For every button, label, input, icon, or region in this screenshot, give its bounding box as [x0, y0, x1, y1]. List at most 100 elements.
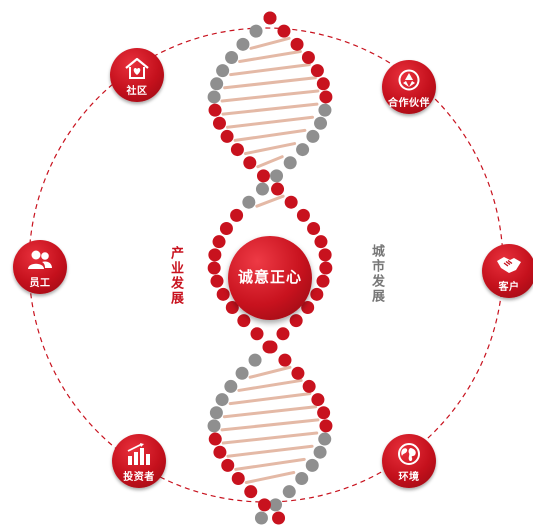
helix-bead [212, 116, 226, 130]
investor-label: 投资者 [123, 472, 155, 483]
helix-bead [316, 77, 330, 91]
helix-rung [226, 444, 314, 458]
customer-label: 客户 [498, 282, 520, 293]
helix-bead [230, 143, 244, 157]
employee-label: 员工 [29, 278, 51, 289]
helix-bead [318, 103, 332, 117]
center-circle: 诚意正心 [228, 236, 312, 320]
people-icon [28, 250, 52, 269]
helix-bead [277, 24, 291, 38]
helix-bead [250, 327, 264, 341]
handshake-icon [497, 257, 521, 273]
helix-bead [301, 50, 315, 64]
helix-bead [236, 37, 250, 51]
helix-bead [317, 406, 331, 420]
helix-bead [318, 248, 332, 262]
helix-bead [208, 248, 222, 262]
helix-rung [238, 49, 302, 63]
helix-bead [208, 432, 222, 446]
helix-bead [319, 261, 333, 275]
helix-bead [296, 143, 310, 157]
helix-bead [311, 393, 325, 407]
helix-bead [219, 222, 233, 236]
cycle-arrows-icon [398, 69, 420, 91]
city-development-label: 城市发展 [370, 244, 385, 304]
helix-rung [233, 128, 307, 142]
helix-bead [210, 77, 224, 91]
helix-bead [220, 129, 234, 143]
helix-bead [254, 511, 268, 525]
helix-rungs [220, 36, 320, 485]
helix-bead [264, 340, 278, 354]
helix-bead [291, 366, 305, 380]
helix-bead [212, 235, 226, 249]
helix-bead [207, 419, 221, 433]
helix-bead [278, 353, 292, 367]
helix-bead [225, 300, 239, 314]
house-heart-icon [125, 57, 149, 79]
helix-rung [225, 115, 315, 129]
helix-bead [215, 393, 229, 407]
growth-bars-icon [127, 443, 150, 465]
community-label: 社区 [126, 86, 148, 97]
helix-bead [283, 156, 297, 170]
helix-bead [237, 314, 251, 328]
helix-rung [220, 89, 320, 103]
helix-bead [296, 208, 310, 222]
helix-beads [207, 11, 333, 525]
helix-rung [222, 405, 318, 419]
helix-bead [295, 472, 309, 486]
helix-bead [210, 274, 224, 288]
helix-bead [316, 274, 330, 288]
investor-node[interactable]: 投资者 [112, 434, 166, 488]
helix-bead [208, 103, 222, 117]
partner-node[interactable]: 合作伙伴 [382, 60, 436, 114]
helix-rung [243, 142, 297, 156]
helix-bead [307, 222, 321, 236]
helix-bead [301, 300, 315, 314]
helix-bead [302, 379, 316, 393]
helix-bead [276, 327, 290, 341]
helix-bead [221, 458, 235, 472]
helix-rung [223, 76, 317, 90]
helix-bead [310, 64, 324, 78]
industry-development-label: 产业发展 [169, 246, 184, 306]
employee-node[interactable]: 员工 [13, 240, 67, 294]
helix-bead [231, 472, 245, 486]
helix-rung [220, 418, 320, 432]
helix-bead [235, 366, 249, 380]
helix-bead [216, 287, 230, 301]
customer-node[interactable]: 客户 [482, 244, 533, 298]
helix-bead [242, 195, 256, 209]
helix-bead [289, 314, 303, 328]
helix-bead [249, 24, 263, 38]
helix-rung [229, 63, 311, 77]
helix-rung [249, 36, 291, 50]
helix-bead [314, 116, 328, 130]
helix-bead [243, 156, 257, 170]
helix-rung [248, 365, 292, 379]
helix-bead [282, 485, 296, 499]
earth-icon [398, 443, 420, 465]
helix-bead [313, 445, 327, 459]
helix-bead [318, 432, 332, 446]
helix-bead [271, 182, 285, 196]
helix-bead [306, 129, 320, 143]
helix-bead [290, 37, 304, 51]
environment-label: 环境 [398, 472, 420, 483]
helix-bead [207, 90, 221, 104]
helix-rung [228, 392, 312, 406]
helix-bead [270, 169, 284, 183]
helix-bead [284, 195, 298, 209]
helix-bead [319, 419, 333, 433]
helix-rung [255, 194, 285, 208]
environment-node[interactable]: 环境 [382, 434, 436, 488]
helix-bead [216, 64, 230, 78]
community-node[interactable]: 社区 [110, 48, 164, 102]
helix-bead [244, 485, 258, 499]
helix-bead [224, 379, 238, 393]
helix-bead [319, 90, 333, 104]
helix-bead [209, 406, 223, 420]
